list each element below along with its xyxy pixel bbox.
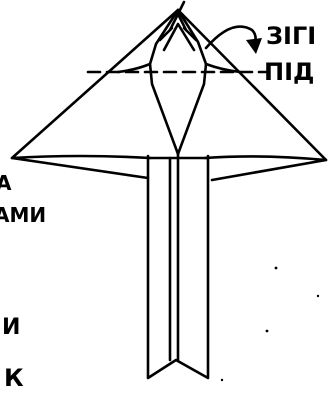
dot <box>317 295 319 297</box>
label-left-1: А <box>0 171 12 195</box>
label-top-right-2: ПІД <box>264 58 314 86</box>
label-left-2: АМИ <box>0 203 46 227</box>
fold-arrow-head <box>246 38 262 54</box>
label-left-3: И <box>2 315 20 340</box>
stray-dots <box>221 267 319 382</box>
label-top-right-1: ЗІГІ <box>266 22 316 50</box>
dot <box>275 267 278 270</box>
dot <box>266 330 269 333</box>
label-left-4: К <box>4 364 24 392</box>
right-wing-outline <box>205 156 326 180</box>
left-wing-outline <box>12 156 150 178</box>
dot <box>221 379 223 381</box>
